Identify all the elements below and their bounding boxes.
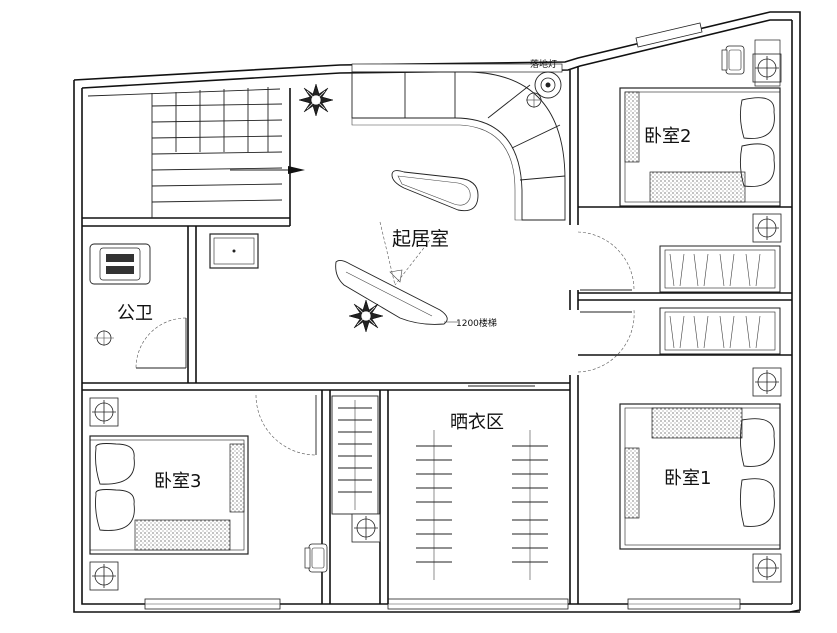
- room-label-bedroom2: 卧室2: [644, 126, 691, 147]
- floor-lamp: [526, 71, 562, 108]
- wardrobes: [577, 231, 781, 373]
- laundry-area: [331, 385, 548, 580]
- interior-walls: [82, 66, 792, 604]
- stair-width-label: 1200楼梯: [456, 317, 497, 329]
- room-label-laundry: 晒衣区: [450, 412, 504, 433]
- bedroom2-furniture: [619, 39, 782, 243]
- outer-walls: [73, 11, 801, 613]
- lounge-chair: [335, 221, 458, 325]
- staircase: [87, 87, 305, 218]
- plant-icon: [298, 83, 334, 117]
- room-label-bedroom3: 卧室3: [154, 471, 201, 492]
- bedroom3-furniture: [89, 394, 328, 591]
- living-sofa: [351, 71, 566, 221]
- bathroom-fixtures: [89, 233, 259, 369]
- floor-lamp-label: 落地灯: [530, 58, 557, 70]
- room-label-living: 起居室: [392, 228, 449, 250]
- room-label-bedroom1: 卧室1: [664, 468, 711, 489]
- coffee-table: [391, 170, 479, 212]
- bedroom1-furniture: [619, 367, 782, 583]
- room-label-bathroom: 公卫: [117, 303, 153, 324]
